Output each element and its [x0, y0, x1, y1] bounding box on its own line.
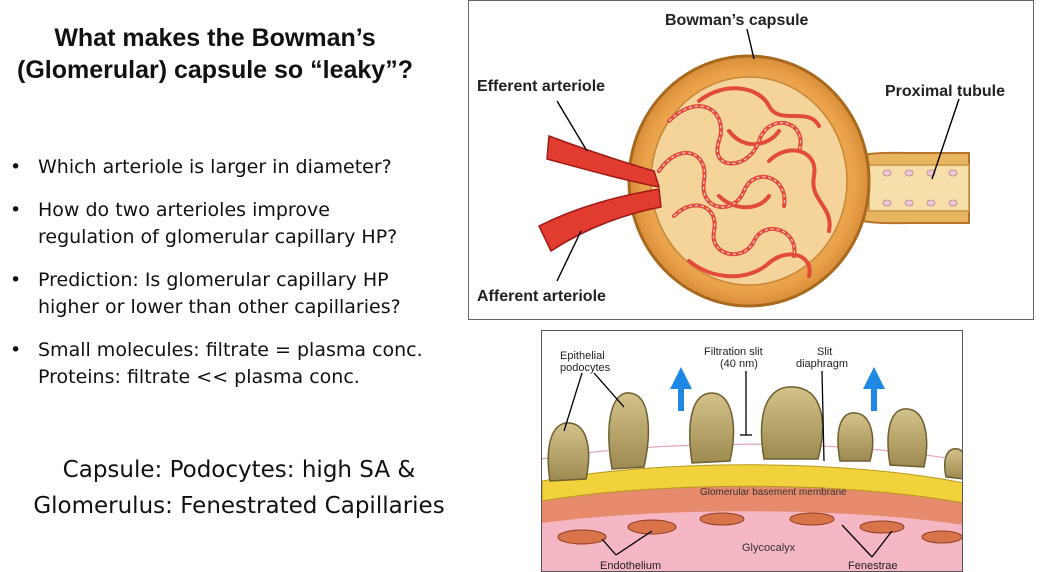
- bullet-dot: •: [10, 339, 22, 361]
- fenestrae: [557, 512, 962, 545]
- label-glycocalyx: Glycocalyx: [742, 542, 796, 554]
- filtration-arrow-icon: [670, 367, 885, 411]
- bullet-dot: •: [10, 269, 22, 291]
- filtration-barrier-figure: Epithelial podocytes Filtration slit (40…: [541, 330, 963, 572]
- bowman-capsule-figure: Bowman’s capsule Efferent arteriole Prox…: [468, 0, 1034, 320]
- summary-line-1: Capsule: Podocytes: high SA &: [62, 457, 416, 483]
- slide-title: What makes the Bowman’s (Glomerular) cap…: [0, 22, 430, 86]
- bullet-item: •Small molecules: filtrate = plasma conc…: [10, 339, 423, 388]
- label-bowman-capsule: Bowman’s capsule: [665, 12, 809, 29]
- basement-membrane: [542, 464, 962, 504]
- label-podocytes: podocytes: [560, 362, 611, 374]
- bullet-list: •Which arteriole is larger in diameter? …: [10, 154, 470, 407]
- bowman-capsule-illustration: Bowman’s capsule Efferent arteriole Prox…: [477, 12, 1005, 308]
- label-endothelium: Endothelium: [600, 560, 661, 572]
- title-line-1: What makes the Bowman’s: [54, 24, 376, 52]
- label-fenestrae: Fenestrae: [848, 560, 898, 572]
- summary-line-2: Glomerulus: Fenestrated Capillaries: [33, 493, 445, 519]
- label-diaphragm: diaphragm: [796, 358, 848, 370]
- podocytes: [547, 386, 962, 482]
- bullet-item: •Which arteriole is larger in diameter?: [10, 154, 470, 181]
- label-proximal-tubule: Proximal tubule: [885, 83, 1005, 100]
- arterioles: [538, 134, 662, 253]
- proximal-tubule: [838, 151, 970, 225]
- label-slit-size: (40 nm): [720, 358, 758, 370]
- label-afferent-arteriole: Afferent arteriole: [477, 288, 606, 305]
- label-epithelial: Epithelial: [560, 350, 605, 362]
- bullet-dot: •: [10, 156, 22, 178]
- label-efferent-arteriole: Efferent arteriole: [477, 78, 605, 95]
- title-line-2: (Glomerular) capsule so “leaky”?: [17, 56, 413, 84]
- capillary-tuft-highlight: [658, 105, 802, 257]
- label-basement-membrane: Glomerular basement membrane: [700, 487, 847, 498]
- filtration-barrier-illustration: Epithelial podocytes Filtration slit (40…: [542, 346, 962, 572]
- bullet-dot: •: [10, 199, 22, 221]
- label-filtration-slit: Filtration slit: [704, 346, 763, 358]
- label-slit: Slit: [817, 346, 832, 358]
- filtration-slit-marker: [563, 370, 893, 558]
- summary-text: Capsule: Podocytes: high SA & Glomerulus…: [0, 452, 478, 524]
